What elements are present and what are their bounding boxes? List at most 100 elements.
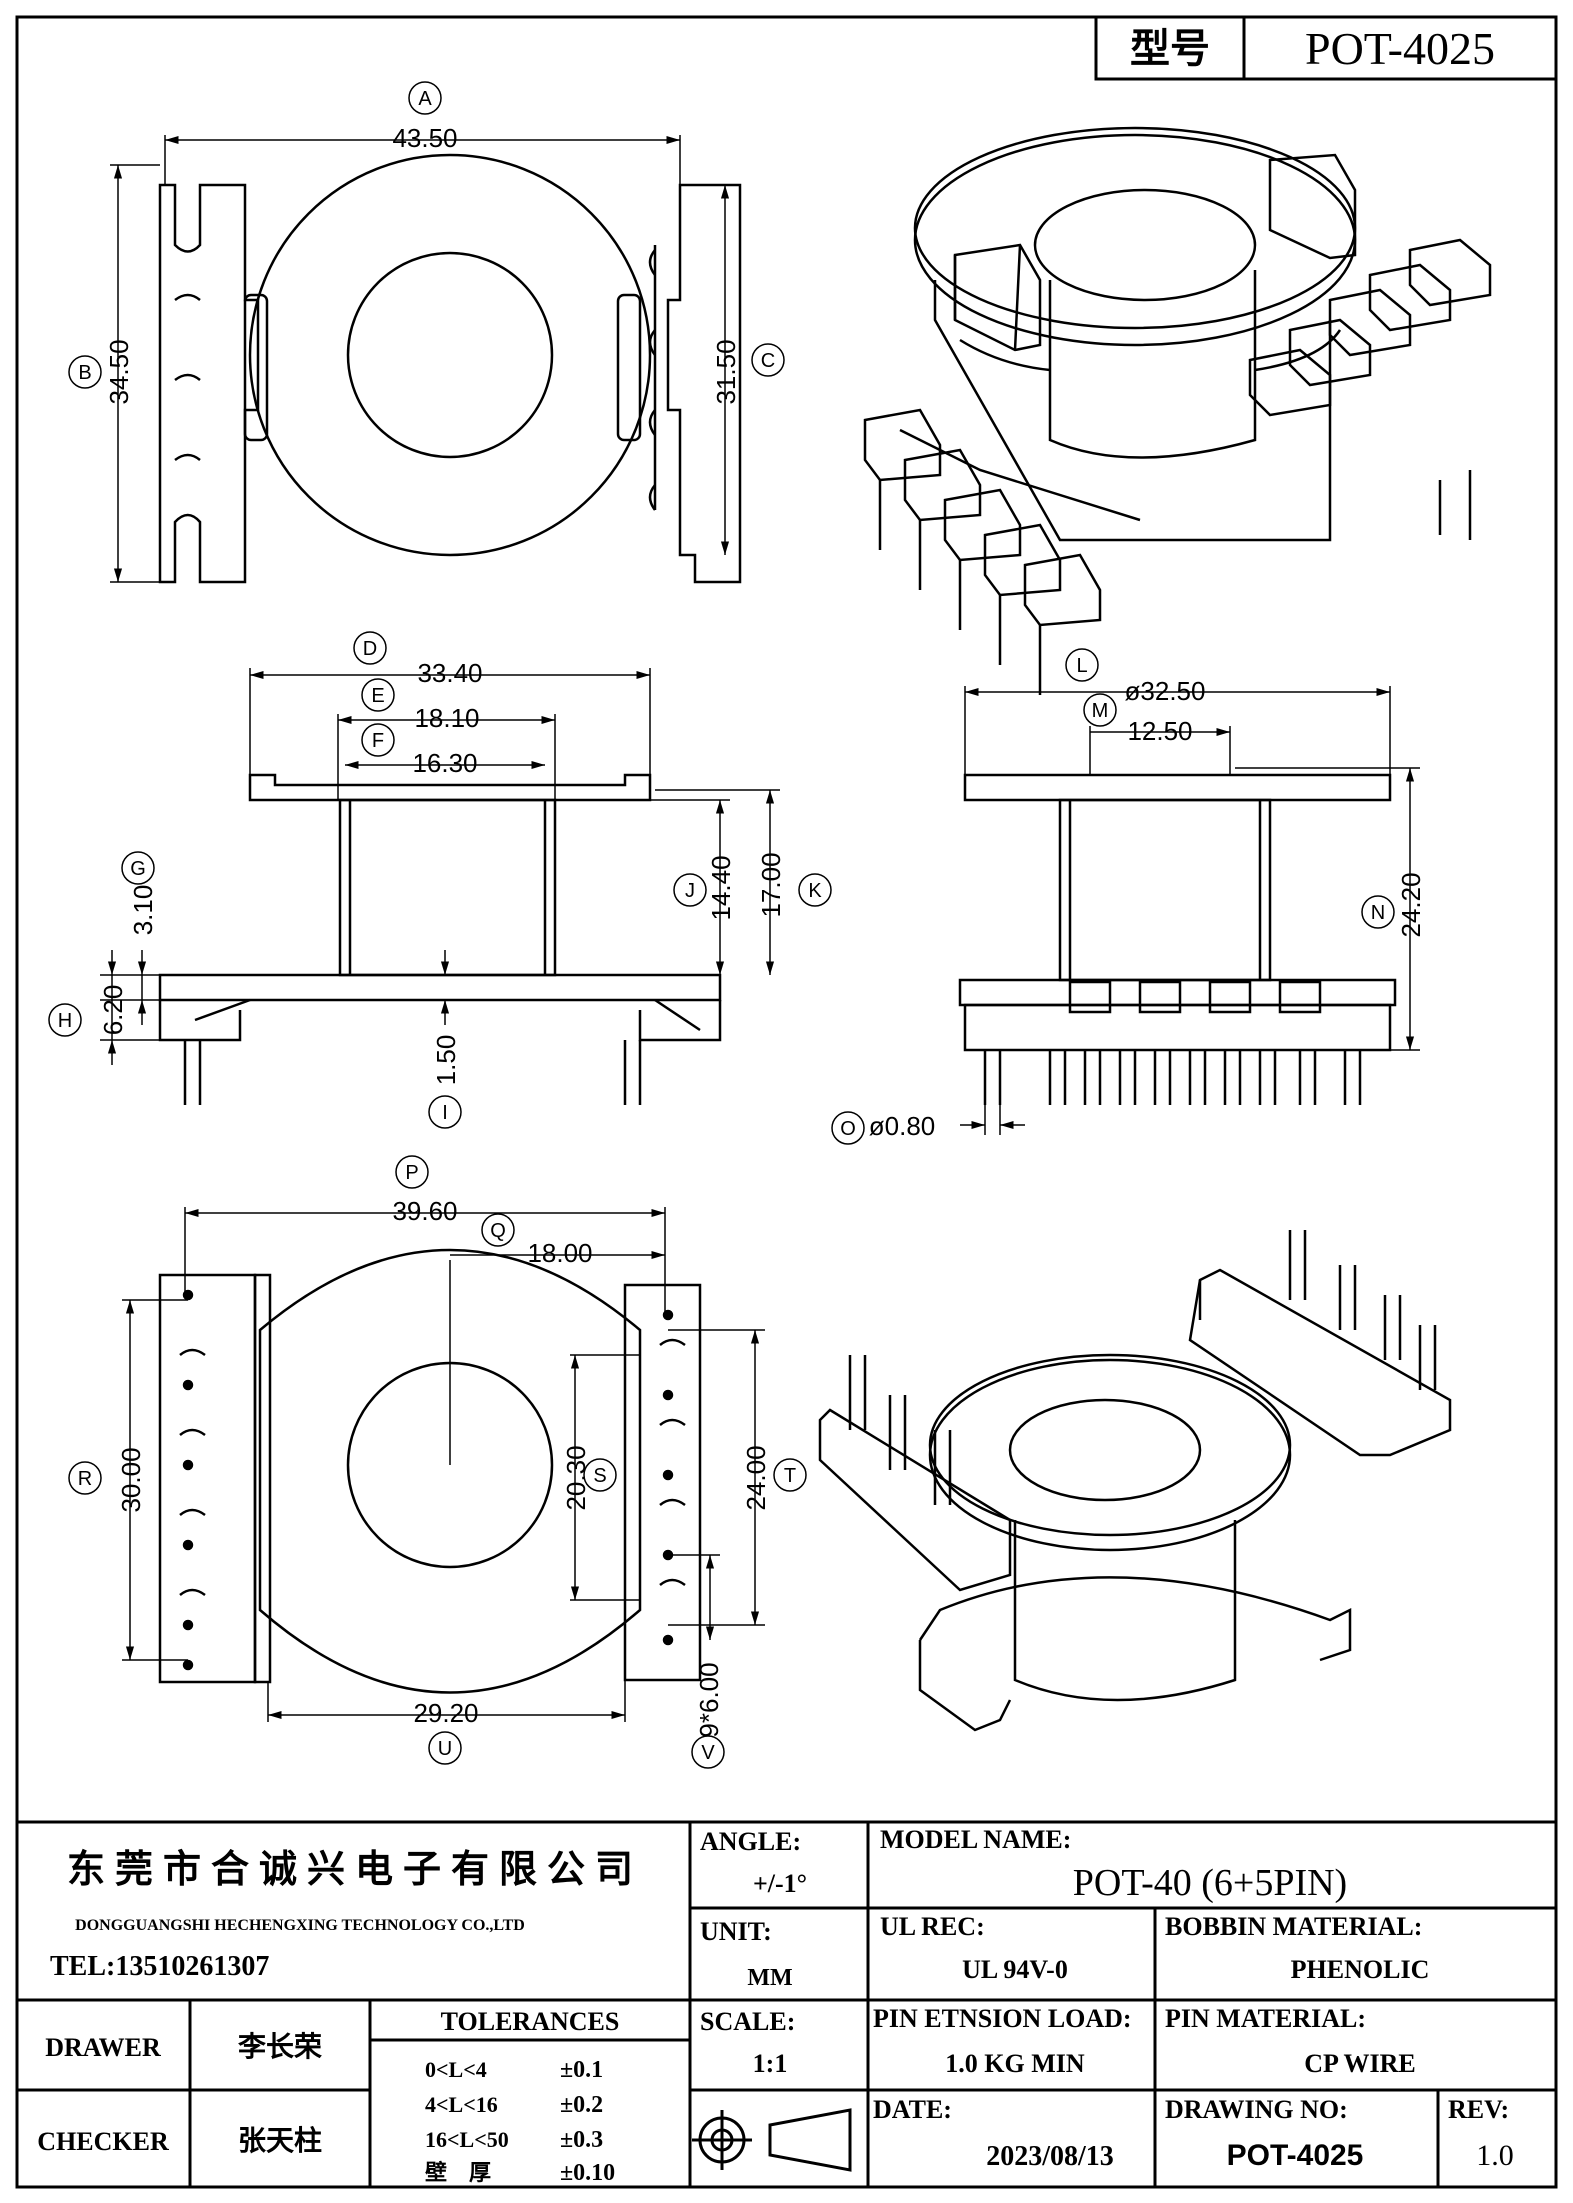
company-name-cn: 东莞市合诚兴电子有限公司 — [67, 1849, 643, 1891]
projection-symbol-icon — [692, 2108, 852, 2172]
dim-O-value: ø0.80 — [869, 1111, 936, 1141]
drawer-name: 李长荣 — [238, 2031, 322, 2063]
dim-H-value: 6.20 — [98, 985, 128, 1036]
bobbin-material-value: PHENOLIC — [1291, 1955, 1430, 1984]
svg-text:±0.10: ±0.10 — [560, 2160, 615, 2186]
title-block — [17, 1820, 1556, 2187]
tolerance-row: 16<L<50 ±0.3 — [425, 2127, 603, 2153]
dim-Q-value: 18.00 — [527, 1238, 592, 1268]
svg-text:±0.1: ±0.1 — [560, 2057, 603, 2083]
tolerance-row: 壁 厚 ±0.10 — [425, 2160, 615, 2186]
svg-text:T: T — [784, 1465, 796, 1487]
dim-F-value: 16.30 — [412, 748, 477, 778]
svg-text:V: V — [701, 1742, 715, 1764]
ul-rec-value: UL 94V-0 — [962, 1955, 1068, 1984]
dim-D-value: 33.40 — [417, 658, 482, 688]
svg-text:F: F — [372, 730, 384, 752]
svg-text:壁 厚: 壁 厚 — [425, 2160, 491, 2185]
dim-I-value: 1.50 — [431, 1035, 461, 1086]
callout-D: D — [353, 631, 387, 665]
callout-U: U — [428, 1731, 462, 1765]
header-model-box: 型号 POT-4025 — [1094, 15, 1558, 81]
svg-text:N: N — [1371, 902, 1385, 924]
bottom-view-dims — [122, 1207, 765, 1722]
svg-text:S: S — [593, 1465, 606, 1487]
dim-N-value: 24.20 — [1396, 872, 1426, 937]
dim-U-value: 29.20 — [413, 1698, 478, 1728]
callout-S: S — [583, 1458, 617, 1492]
callout-L: L — [1065, 648, 1099, 682]
unit-label: UNIT: — [700, 1917, 772, 1946]
dim-M-value: 12.50 — [1127, 716, 1192, 746]
dim-K-value: 17.00 — [756, 852, 786, 917]
svg-text:L: L — [1076, 655, 1087, 677]
rev-label: REV: — [1448, 2095, 1509, 2124]
callout-B: B — [68, 355, 102, 389]
dim-A-value: 43.50 — [392, 123, 457, 153]
callout-E: E — [361, 678, 395, 712]
front-view-right — [958, 773, 1397, 1105]
dim-V-value: 9*6.00 — [694, 1662, 724, 1737]
sheet-frame — [15, 15, 1558, 2189]
isometric-view-bottom — [818, 1230, 1452, 1732]
bobbin-material-label: BOBBIN MATERIAL: — [1165, 1912, 1422, 1941]
callout-C: C — [751, 343, 785, 377]
svg-text:M: M — [1092, 700, 1109, 722]
dim-J-value: 14.40 — [706, 855, 736, 920]
side-view-left — [158, 773, 722, 1105]
rev-value: 1.0 — [1476, 2139, 1514, 2172]
pin-load-label: PIN ETNSION LOAD: — [873, 2004, 1132, 2033]
dim-P-value: 39.60 — [392, 1196, 457, 1226]
svg-text:R: R — [78, 1468, 92, 1490]
svg-text:G: G — [130, 858, 146, 880]
callout-T: T — [773, 1458, 807, 1492]
date-value: 2023/08/13 — [986, 2141, 1114, 2172]
model-value: POT-4025 — [1305, 23, 1495, 74]
svg-text:±0.3: ±0.3 — [560, 2127, 603, 2153]
company-name-en: DONGGUANGSHI HECHENGXING TECHNOLOGY CO.,… — [75, 1917, 525, 1934]
svg-text:A: A — [418, 88, 432, 110]
drawer-label: DRAWER — [45, 2033, 161, 2062]
isometric-view-top — [863, 126, 1492, 695]
callout-I: I — [428, 1095, 462, 1129]
callout-Q: Q — [481, 1213, 515, 1247]
svg-text:O: O — [840, 1118, 856, 1140]
model-name-label: MODEL NAME: — [880, 1825, 1071, 1854]
callout-K: K — [798, 873, 832, 907]
svg-text:D: D — [363, 638, 377, 660]
dim-S-value: 20.30 — [561, 1445, 591, 1510]
dim-E-value: 18.10 — [414, 703, 479, 733]
dim-T-value: 24.00 — [741, 1445, 771, 1510]
dim-B-value: 34.50 — [104, 339, 134, 404]
checker-name: 张天柱 — [238, 2125, 322, 2157]
dim-R-value: 30.00 — [116, 1447, 146, 1512]
callouts: A B C D E F G H I J K L M N O P Q R S T … — [48, 81, 1395, 1769]
svg-text:J: J — [685, 880, 695, 902]
top-view — [158, 153, 742, 584]
callout-N: N — [1361, 895, 1395, 929]
dim-C-value: 31.50 — [711, 339, 741, 404]
callout-V: V — [691, 1735, 725, 1769]
pin-material-value: CP WIRE — [1304, 2049, 1416, 2078]
svg-text:U: U — [438, 1738, 452, 1760]
callout-R: R — [68, 1461, 102, 1495]
callout-O: O — [831, 1111, 865, 1145]
ul-rec-label: UL REC: — [880, 1912, 985, 1941]
svg-text:4<L<16: 4<L<16 — [425, 2092, 498, 2117]
pin-material-label: PIN MATERIAL: — [1165, 2004, 1366, 2033]
drawing-no-value: POT-4025 — [1227, 2139, 1364, 2172]
bottom-view — [158, 1248, 702, 1694]
callout-H: H — [48, 1003, 82, 1037]
side-view-left-dims — [100, 668, 780, 1065]
svg-text:I: I — [442, 1102, 448, 1124]
callout-P: P — [395, 1155, 429, 1189]
svg-text:H: H — [58, 1010, 72, 1032]
dim-L-value: ø32.50 — [1125, 676, 1206, 706]
model-name-value: POT-40 (6+5PIN) — [1073, 1862, 1347, 1904]
top-view-dims — [110, 135, 730, 583]
pin-load-value: 1.0 KG MIN — [945, 2049, 1085, 2078]
tolerance-row: 4<L<16 ±0.2 — [425, 2092, 603, 2118]
svg-text:E: E — [371, 685, 384, 707]
svg-text:C: C — [761, 350, 775, 372]
